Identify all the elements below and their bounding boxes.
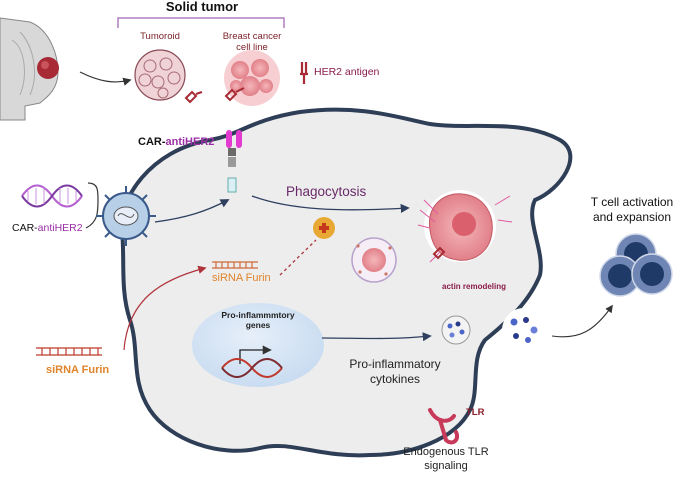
her2-antigen-legend-icon	[300, 62, 308, 84]
actin-filaments	[417, 195, 513, 263]
sirna-inside-label: siRNA Furin	[212, 272, 271, 284]
car-receptor-prefix: CAR-	[138, 136, 166, 148]
outcome-label-line1: T cell activation	[590, 195, 674, 209]
car-receptor-suffix: antiHER2	[165, 136, 215, 148]
phagosome-icon	[351, 237, 397, 283]
arrow-breast-to-tumoroid	[79, 71, 132, 86]
outcome-label-line2: and expansion	[592, 210, 672, 224]
phagocytosis-label: Phagocytosis	[286, 184, 367, 199]
her2-antigen-on-cells-icon	[224, 87, 245, 102]
car-vector-prefix: CAR-	[12, 222, 38, 234]
bracket-dna-vector	[85, 182, 99, 229]
car-receptor-label: CAR-antiHER2	[138, 136, 214, 149]
arrow-genes-to-vesicle	[321, 332, 432, 342]
arrow-vector-to-receptor	[154, 199, 230, 223]
endogenous-label-line2: signaling	[424, 460, 468, 472]
sirna-outside-icon	[36, 347, 102, 356]
solid-tumor-title: Solid tumor	[165, 0, 239, 14]
tlr-label: TLR	[466, 407, 485, 418]
arrow-phagocytosis	[251, 195, 410, 213]
viral-vector-icon	[96, 186, 156, 246]
her2-antigen-bound-icon	[432, 246, 446, 260]
genes-label-line1: Pro-inflammmtory	[221, 310, 295, 320]
endogenous-label-line1: Endogenous TLR	[403, 446, 489, 458]
secreted-cytokines	[502, 308, 546, 352]
her2-antigen-label: HER2 antigen	[314, 66, 380, 78]
car-receptor-icon	[226, 130, 242, 193]
tumoroid-icon	[134, 49, 186, 101]
sirna-outside-label: siRNA Furin	[46, 364, 110, 376]
dna-icon	[21, 184, 83, 208]
tlr-icon	[428, 408, 459, 445]
sirna-inside-icon	[212, 261, 258, 269]
breast-icon	[0, 17, 59, 121]
actin-remodeling-label: actin remodeling	[442, 282, 507, 291]
solid-tumor-bracket	[117, 17, 285, 28]
arrow-sirna-entry	[123, 265, 207, 351]
tumor-cell-engulfed	[424, 190, 496, 262]
breast-cancer-label-line1: Breast cancer	[222, 31, 282, 42]
tumoroid-label: Tumoroid	[140, 31, 180, 42]
breast-cancer-label-line2: cell line	[236, 42, 268, 53]
cytokines-label-line2: cytokines	[369, 372, 421, 386]
dashed-inhibition-line	[279, 239, 317, 276]
tcell-cluster-icon	[599, 233, 673, 297]
her2-antigen-small-icon	[184, 90, 203, 104]
car-vector-label: CAR-antiHER2	[12, 222, 83, 234]
cytokines-label-line1: Pro-inflammatory	[349, 357, 441, 371]
arrow-to-tcells	[551, 304, 613, 338]
genes-label-line2: genes	[245, 320, 271, 330]
cytokine-vesicle	[441, 315, 471, 345]
furin-icon	[313, 217, 335, 239]
gene-dna-icon	[221, 358, 283, 378]
car-vector-suffix: antiHER2	[37, 222, 83, 234]
